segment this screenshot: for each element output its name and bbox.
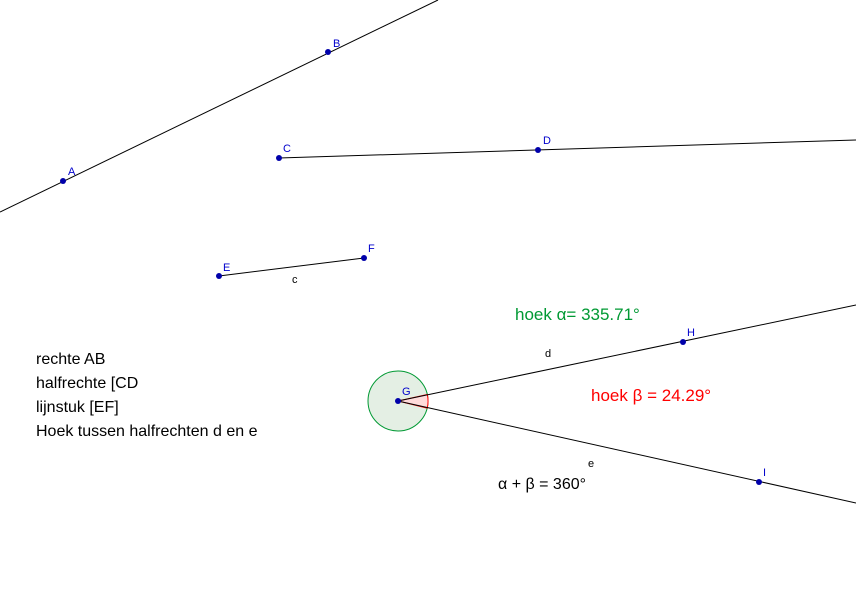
point-a[interactable] (60, 178, 66, 184)
label-b: B (333, 38, 340, 50)
point-i[interactable] (756, 479, 762, 485)
segment-ef[interactable] (218, 257, 365, 277)
point-b[interactable] (325, 49, 331, 55)
label-g: G (402, 386, 411, 398)
label-h: H (687, 327, 695, 339)
legend-segment: lijnstuk [EF] (36, 399, 119, 416)
label-e: E (223, 262, 230, 274)
label-d: D (543, 135, 551, 147)
point-h[interactable] (680, 339, 686, 345)
point-g[interactable] (395, 398, 401, 404)
beta-value: hoek β = 24.29° (591, 386, 711, 405)
ray-d[interactable] (397, 304, 856, 402)
legend-line: rechte AB (36, 351, 105, 368)
legend-angle: Hoek tussen halfrechten d en e (36, 423, 258, 440)
point-f[interactable] (361, 255, 367, 261)
point-d[interactable] (535, 147, 541, 153)
label-c: C (283, 143, 291, 155)
line-ab[interactable] (0, 0, 439, 213)
label-f: F (368, 243, 375, 255)
label-ray-e: e (588, 458, 594, 470)
label-segment-c: c (292, 274, 298, 286)
point-e[interactable] (216, 273, 222, 279)
angle-sum-relation: α + β = 360° (498, 476, 586, 493)
label-i: I (763, 467, 766, 479)
label-a: A (68, 166, 76, 178)
point-c[interactable] (276, 155, 282, 161)
alpha-value: hoek α= 335.71° (515, 305, 640, 324)
legend-ray: halfrechte [CD (36, 375, 138, 392)
label-ray-d: d (545, 348, 551, 360)
ray-cd[interactable] (278, 139, 856, 159)
ray-e[interactable] (397, 400, 856, 504)
